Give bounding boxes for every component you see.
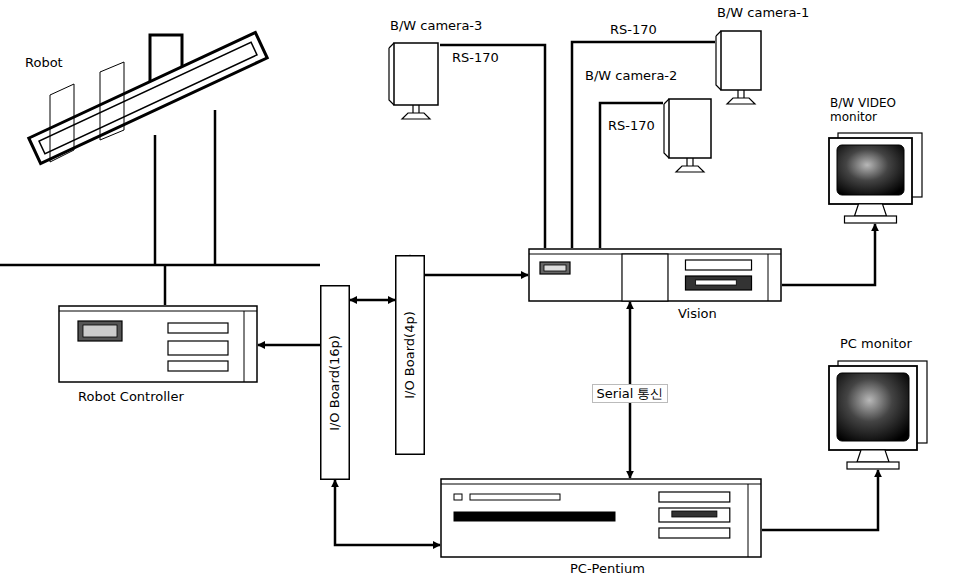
device-label: PC monitor [840, 336, 912, 352]
device-label: PC-Pentium [570, 561, 645, 577]
board-label: I/O Board(4p) [402, 311, 418, 398]
monitor-outline [828, 132, 923, 224]
signal-line [440, 45, 545, 248]
robot-plate [50, 84, 74, 162]
device-label: Vision [678, 306, 717, 322]
camera-outline [715, 30, 763, 105]
device-label: B/W camera-1 [717, 5, 809, 21]
signal-line [600, 103, 663, 248]
signal-line [164, 265, 167, 305]
camera-outline [663, 98, 713, 173]
monitor-outline [828, 360, 928, 470]
signal-line [258, 344, 320, 347]
device-label: B/W VIDEO monitor [830, 96, 930, 124]
robot-base [0, 264, 320, 267]
pc-monitor: PC monitor [828, 360, 928, 470]
robot-post [214, 110, 217, 265]
device-label: B/W camera-3 [390, 18, 482, 34]
signal-line [782, 224, 875, 285]
io-board: I/O Board(4p) [395, 255, 425, 455]
signal-label: RS-170 [450, 50, 501, 65]
signal-line [762, 470, 878, 530]
signal-line [350, 299, 395, 302]
device-label: Robot [25, 55, 63, 71]
robot-plate [100, 62, 124, 140]
io-board: I/O Board(16p) [320, 285, 350, 480]
vision-unit: Vision [528, 248, 782, 302]
pentium-outline [440, 478, 762, 558]
camera: B/W camera-3 [388, 42, 440, 120]
link-label: Serial 통신 [592, 384, 669, 403]
video-monitor: B/W VIDEO monitor [828, 132, 923, 224]
camera: B/W camera-2 [663, 98, 713, 173]
robot-post [154, 135, 157, 265]
device-label: B/W camera-2 [585, 68, 677, 84]
signal-line [410, 255, 528, 275]
robot-beam [29, 32, 267, 163]
device-label: Robot Controller [78, 389, 184, 405]
controller-outline [58, 305, 258, 383]
camera-outline [388, 42, 440, 120]
vision-outline [528, 248, 782, 302]
signal-line [335, 480, 440, 545]
signal-label: RS-170 [606, 118, 657, 133]
robot: Robot [0, 40, 320, 265]
signal-label: RS-170 [608, 22, 659, 37]
signal-line [572, 42, 715, 248]
robot-controller: Robot Controller [58, 305, 258, 383]
board-label: I/O Board(16p) [327, 335, 343, 431]
camera: B/W camera-1 [715, 30, 763, 105]
pc-unit: PC-Pentium [440, 478, 762, 558]
